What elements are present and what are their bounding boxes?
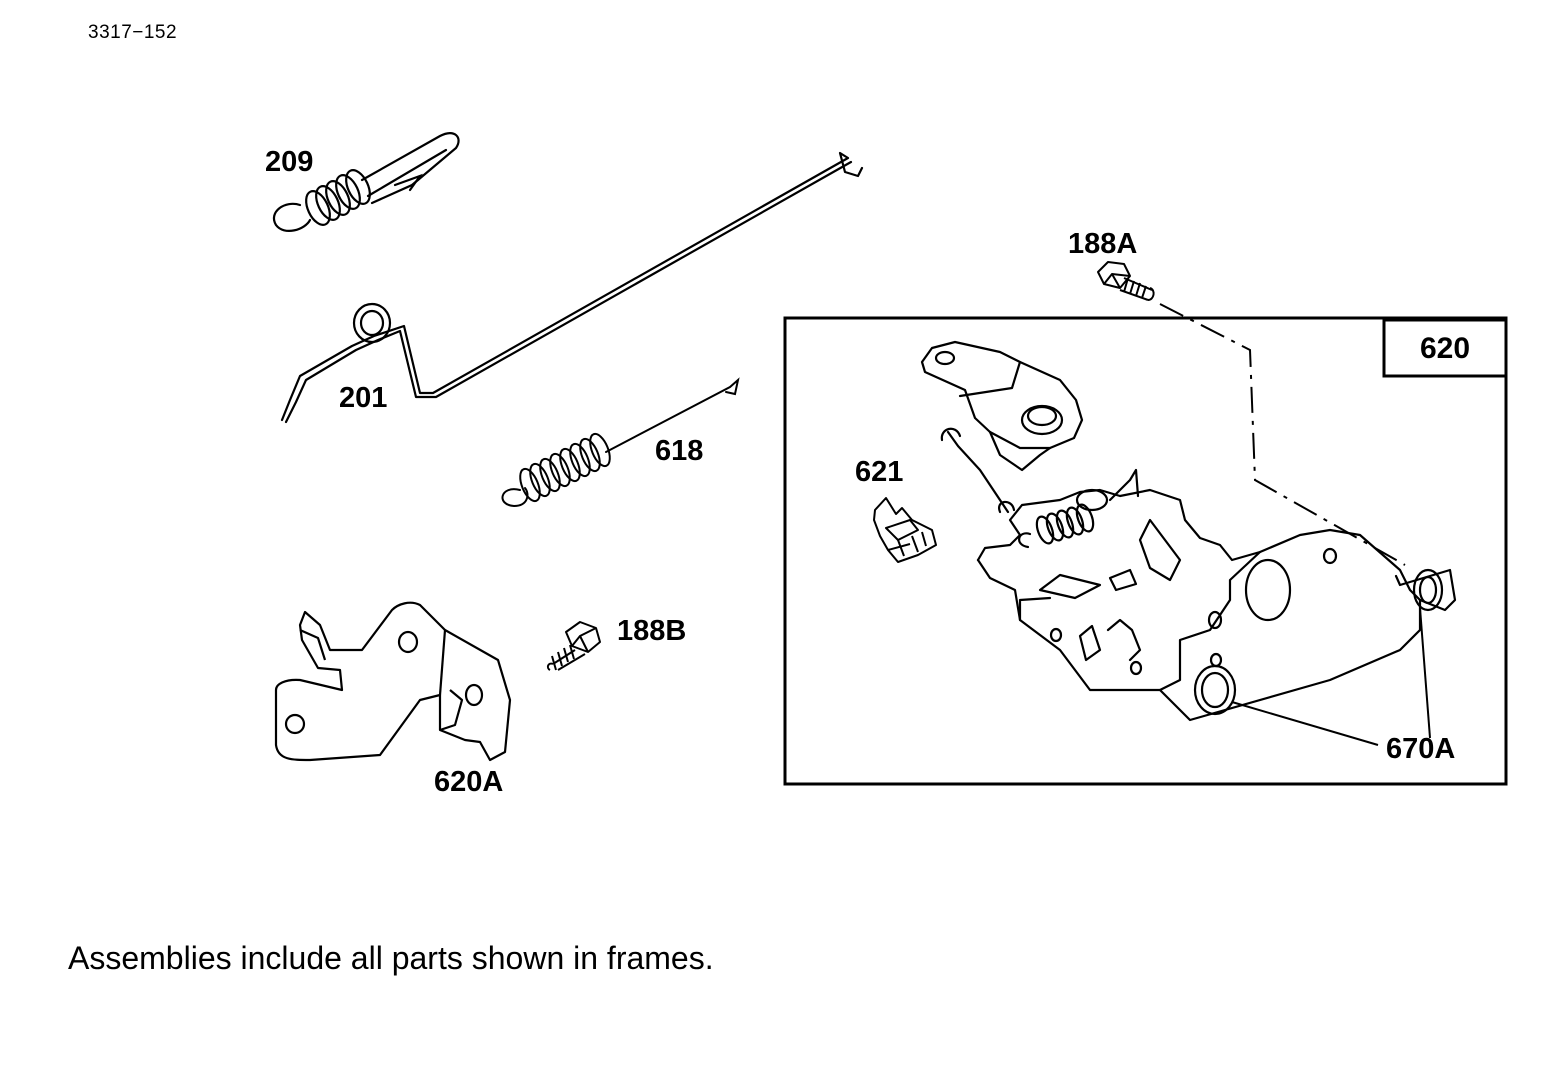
assembly-frame-620	[783, 316, 1508, 786]
spring-209	[273, 132, 460, 232]
leader-lines-670a	[1231, 607, 1431, 746]
screw-188a	[1097, 261, 1155, 301]
assembly-note: Assemblies include all parts shown in fr…	[68, 940, 714, 976]
callout-209: 209	[265, 146, 314, 178]
callout-188b: 188B	[617, 615, 687, 647]
callout-670a: 670A	[1386, 733, 1456, 765]
callout-618: 618	[655, 435, 704, 467]
rod-201	[280, 151, 864, 424]
callout-201: 201	[339, 382, 388, 414]
alignment-line	[1159, 303, 1406, 566]
control-plate-assembly	[920, 340, 1457, 722]
spring-618	[501, 377, 740, 508]
callout-621: 621	[855, 456, 904, 488]
callout-620: 620	[1419, 331, 1471, 365]
callout-620a: 620A	[434, 766, 504, 798]
clip-621	[873, 497, 937, 563]
frame-tag-box	[1382, 318, 1508, 378]
screw-188b	[546, 621, 601, 671]
document-id: 3317−152	[88, 22, 178, 43]
callout-188a: 188A	[1068, 228, 1138, 260]
bracket-620a	[274, 601, 512, 762]
